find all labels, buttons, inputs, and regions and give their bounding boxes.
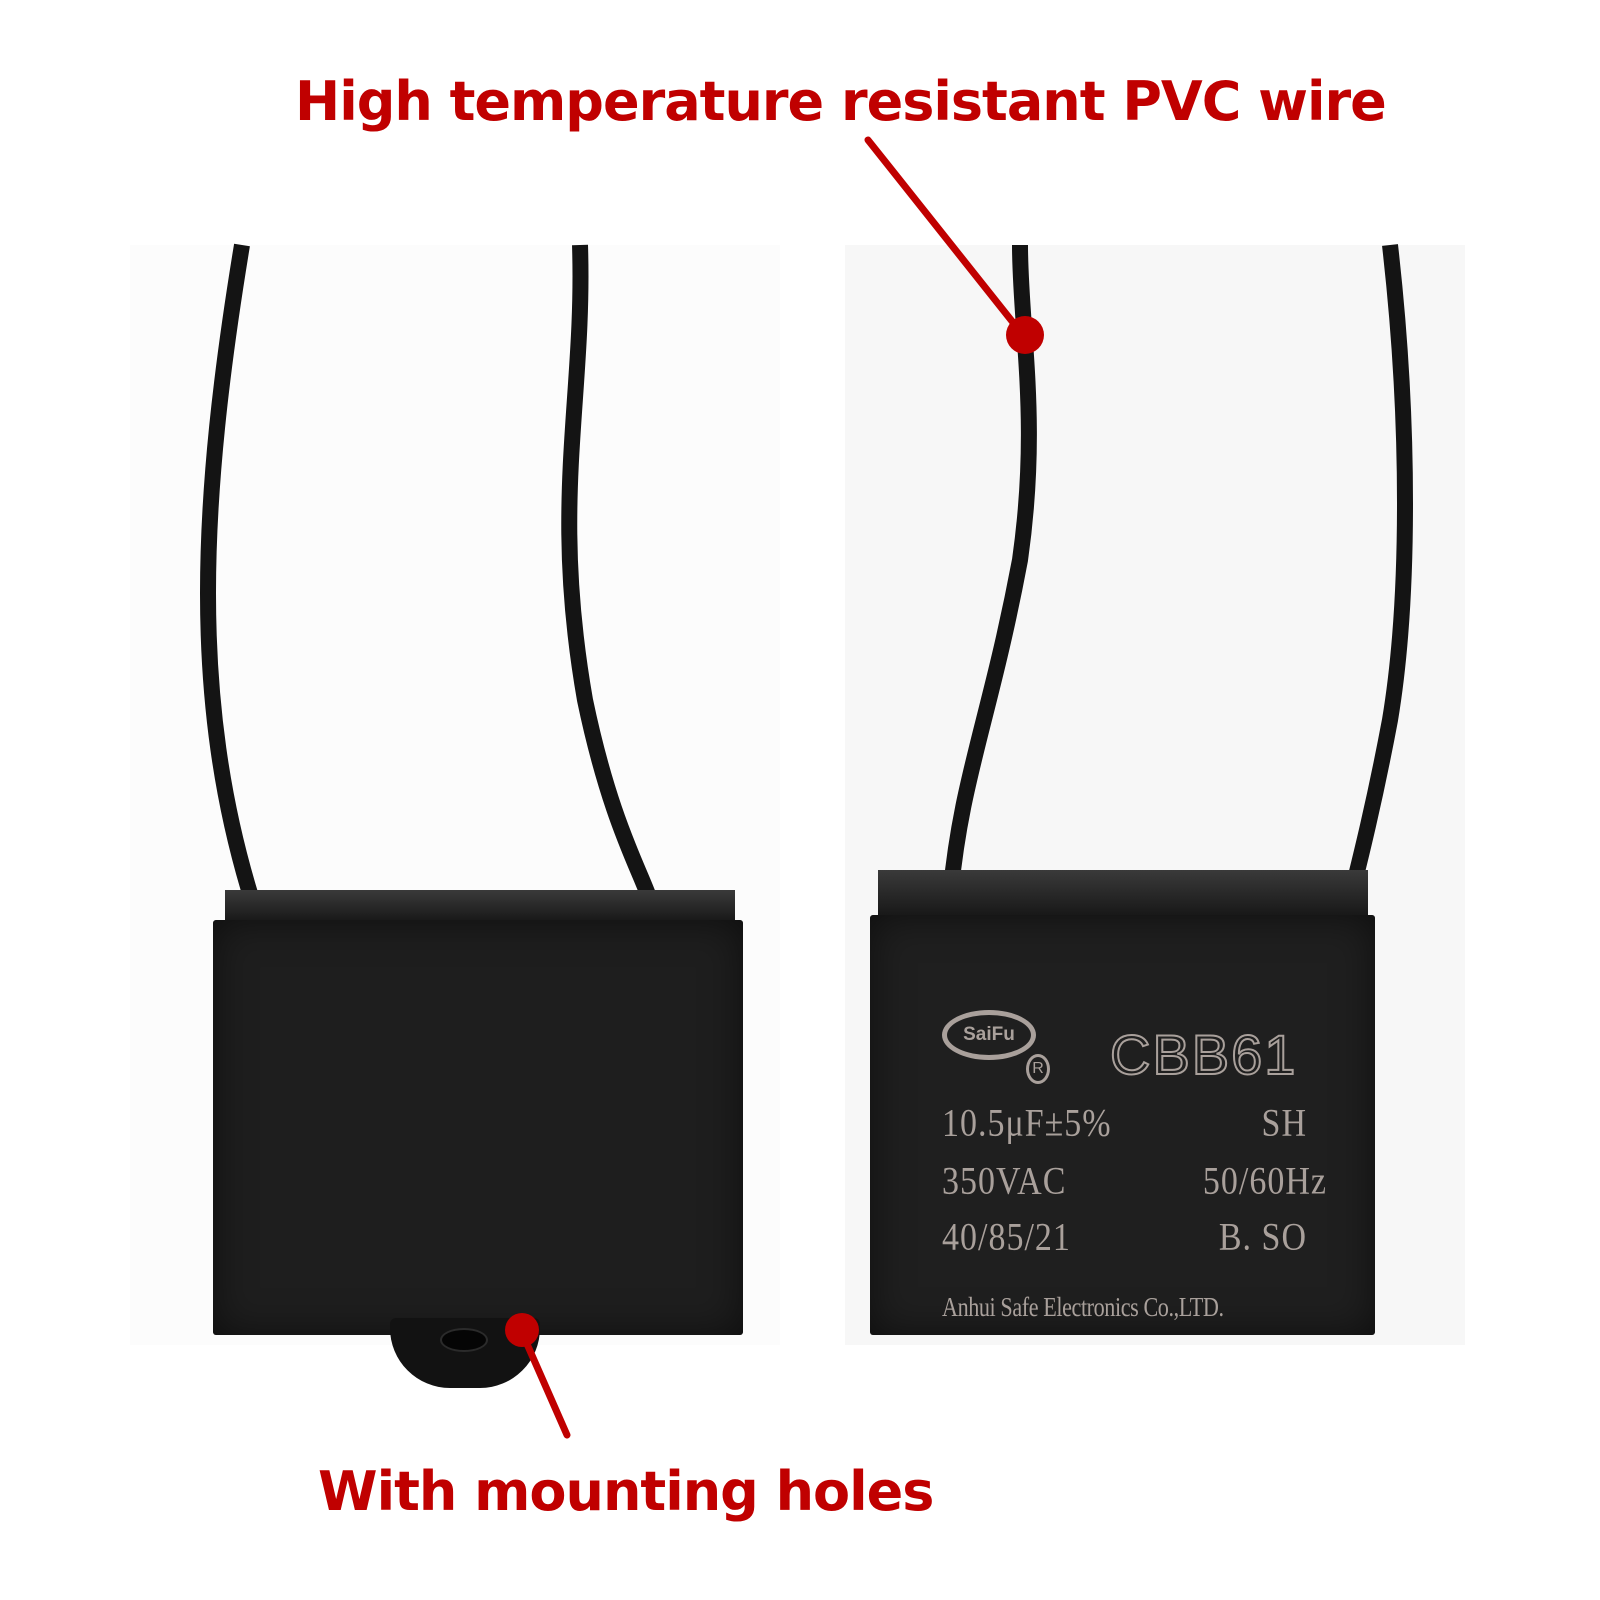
top-callout-dot: [1006, 316, 1044, 354]
registered-trademark-icon: R: [1026, 1054, 1050, 1084]
frequency-rating: 50/60Hz: [1202, 1160, 1327, 1203]
manufacturer-name: Anhui Safe Electronics Co.,LTD.: [942, 1292, 1224, 1322]
left-capacitor-wire-1: [200, 243, 260, 903]
label-row-voltage: 350VAC 50/60Hz: [942, 1160, 1326, 1204]
climatic-category: 40/85/21: [942, 1216, 1071, 1259]
brand-logo: SaiFu: [942, 1010, 1036, 1060]
model-number: CBB61: [1109, 1022, 1298, 1087]
left-capacitor-body: [213, 920, 743, 1335]
safety-class: B. SO: [1218, 1216, 1307, 1259]
right-capacitor-wire-2: [1342, 244, 1413, 902]
mounting-holes-callout: With mounting holes: [318, 1460, 934, 1523]
capacitor-label: SaiFu R CBB61 10.5μF±5% SH 350VAC 50/60H…: [942, 1010, 1326, 1330]
left-capacitor-wire-2: [561, 244, 658, 903]
capacitance: 10.5μF±5%: [942, 1102, 1112, 1145]
right-capacitor-body: SaiFu R CBB61 10.5μF±5% SH 350VAC 50/60H…: [870, 915, 1375, 1335]
label-row-category: 40/85/21 B. SO: [942, 1216, 1317, 1260]
mounting-hole-icon: [440, 1328, 488, 1352]
top-callout-line: [864, 136, 1027, 339]
label-row-capacitance: 10.5μF±5% SH: [942, 1102, 1317, 1146]
class-code: SH: [1261, 1102, 1307, 1145]
brand-name: SaiFu: [963, 1024, 1015, 1045]
voltage-rating: 350VAC: [942, 1160, 1067, 1203]
bottom-callout-dot: [505, 1313, 539, 1347]
pvc-wire-callout: High temperature resistant PVC wire: [295, 70, 1387, 133]
